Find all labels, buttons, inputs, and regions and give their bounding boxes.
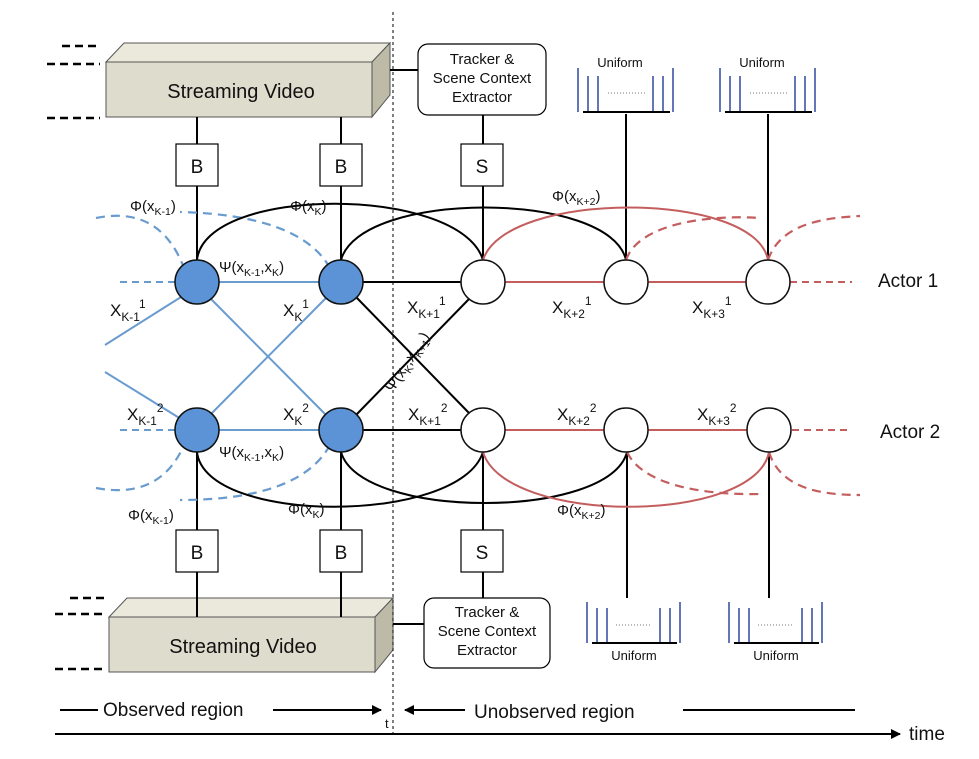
time-axis: time — [55, 724, 945, 745]
label-x-k-plus-1-actor-2: XK+12 — [408, 401, 448, 428]
unobserved-region-label: Unobserved region — [474, 702, 635, 723]
uniform-top-1: Uniform — [577, 55, 674, 113]
box-b-top-left: B — [191, 157, 204, 178]
box-s-top: S — [476, 157, 489, 178]
box-b-bottom-left: B — [191, 543, 204, 564]
node-x-k-plus-1-actor-1 — [460, 259, 506, 305]
extractor-top-line2: Scene Context — [433, 70, 532, 87]
phi-label-k-minus-1-bottom: Φ(xK-1) — [128, 507, 174, 527]
uniform-top-1-label: Uniform — [597, 55, 643, 70]
actor-2-label: Actor 2 — [880, 422, 940, 443]
extractor-bottom-line2: Scene Context — [438, 623, 537, 640]
phi-label-k-plus-2-top: Φ(xK+2) — [552, 188, 600, 208]
label-x-k-actor-1: XK1 — [283, 297, 309, 324]
label-x-k-plus-2-actor-1: XK+21 — [552, 294, 592, 321]
actor-1-label: Actor 1 — [878, 271, 938, 292]
label-x-k-plus-1-actor-1: XK+11 — [407, 294, 446, 321]
extractor-bottom: Tracker & Scene Context Extractor — [423, 597, 551, 669]
box-b-top-right: B — [335, 157, 348, 178]
node-x-k-plus-3-actor-1 — [745, 259, 791, 305]
box-s-bottom: S — [476, 543, 489, 564]
label-x-k-plus-2-actor-2: XK+22 — [557, 401, 597, 428]
future-edges — [482, 206, 861, 508]
potential-labels: Φ(xK-1) Φ(xK) Φ(xK+2) Φ(xK-1) Φ(xK) Φ(xK… — [128, 188, 605, 527]
label-x-k-plus-3-actor-1: XK+31 — [692, 294, 732, 321]
node-x-k-plus-3-actor-2 — [746, 407, 792, 453]
transition-edges — [196, 202, 628, 508]
node-x-k-actor-1 — [318, 259, 364, 305]
video-top-label: Streaming Video — [167, 81, 315, 103]
label-x-k-actor-2: XK2 — [283, 401, 309, 428]
observed-region-label: Observed region — [103, 700, 243, 721]
phi-label-k-bottom: Φ(xK) — [288, 501, 324, 521]
label-x-k-minus-1-actor-1: XK-11 — [110, 297, 146, 324]
observation-boxes: B B S B B S — [175, 143, 504, 573]
node-x-k-plus-1-actor-2 — [460, 407, 506, 453]
extractor-bottom-line1: Tracker & — [455, 604, 519, 621]
node-x-k-plus-2-actor-1 — [603, 259, 649, 305]
uniform-top-2-label: Uniform — [739, 55, 785, 70]
uniform-bottom-1-label: Uniform — [611, 648, 657, 663]
node-x-k-actor-2 — [318, 407, 364, 453]
region-indicators: Observed region t Unobserved region — [60, 700, 855, 731]
uniform-bottom-2-label: Uniform — [753, 648, 799, 663]
phi-label-k-plus-2-bottom: Φ(xK+2) — [557, 502, 605, 522]
node-x-k-minus-1-actor-2 — [174, 407, 220, 453]
streaming-video-bottom: Streaming Video — [55, 596, 395, 674]
label-x-k-plus-3-actor-2: XK+32 — [697, 401, 737, 428]
label-x-k-minus-1-actor-2: XK-12 — [127, 401, 164, 428]
extractor-top-line1: Tracker & — [450, 51, 514, 68]
node-x-k-minus-1-actor-1 — [174, 259, 220, 305]
phi-label-k-minus-1-top: Φ(xK-1) — [130, 198, 176, 218]
psi-label-cross: Ψ(xK,xK+1) — [382, 329, 436, 397]
uniform-bottom-1: Uniform — [586, 602, 681, 663]
extractor-bottom-line3: Extractor — [457, 642, 517, 659]
node-labels: XK-11 XK1 XK+11 XK+21 XK+31 XK-12 XK2 XK… — [110, 294, 737, 428]
time-axis-label: time — [909, 724, 945, 745]
video-bottom-label: Streaming Video — [169, 636, 317, 658]
uniform-bottom-2: Uniform — [728, 602, 823, 663]
streaming-video-top: Streaming Video — [47, 41, 392, 120]
uniform-top-2: Uniform — [719, 55, 816, 113]
node-x-k-plus-2-actor-2 — [603, 407, 649, 453]
observed-edges — [95, 210, 331, 502]
psi-label-actor-2: Ψ(xK-1,xK) — [219, 444, 284, 464]
psi-label-actor-1: Ψ(xK-1,xK) — [219, 259, 284, 279]
extractor-top: Tracker & Scene Context Extractor — [417, 43, 547, 116]
nodes — [174, 259, 792, 453]
time-t-label: t — [385, 716, 389, 731]
phi-label-k-top: Φ(xK) — [290, 198, 326, 218]
box-b-bottom-right: B — [335, 543, 348, 564]
extractor-top-line3: Extractor — [452, 89, 512, 106]
